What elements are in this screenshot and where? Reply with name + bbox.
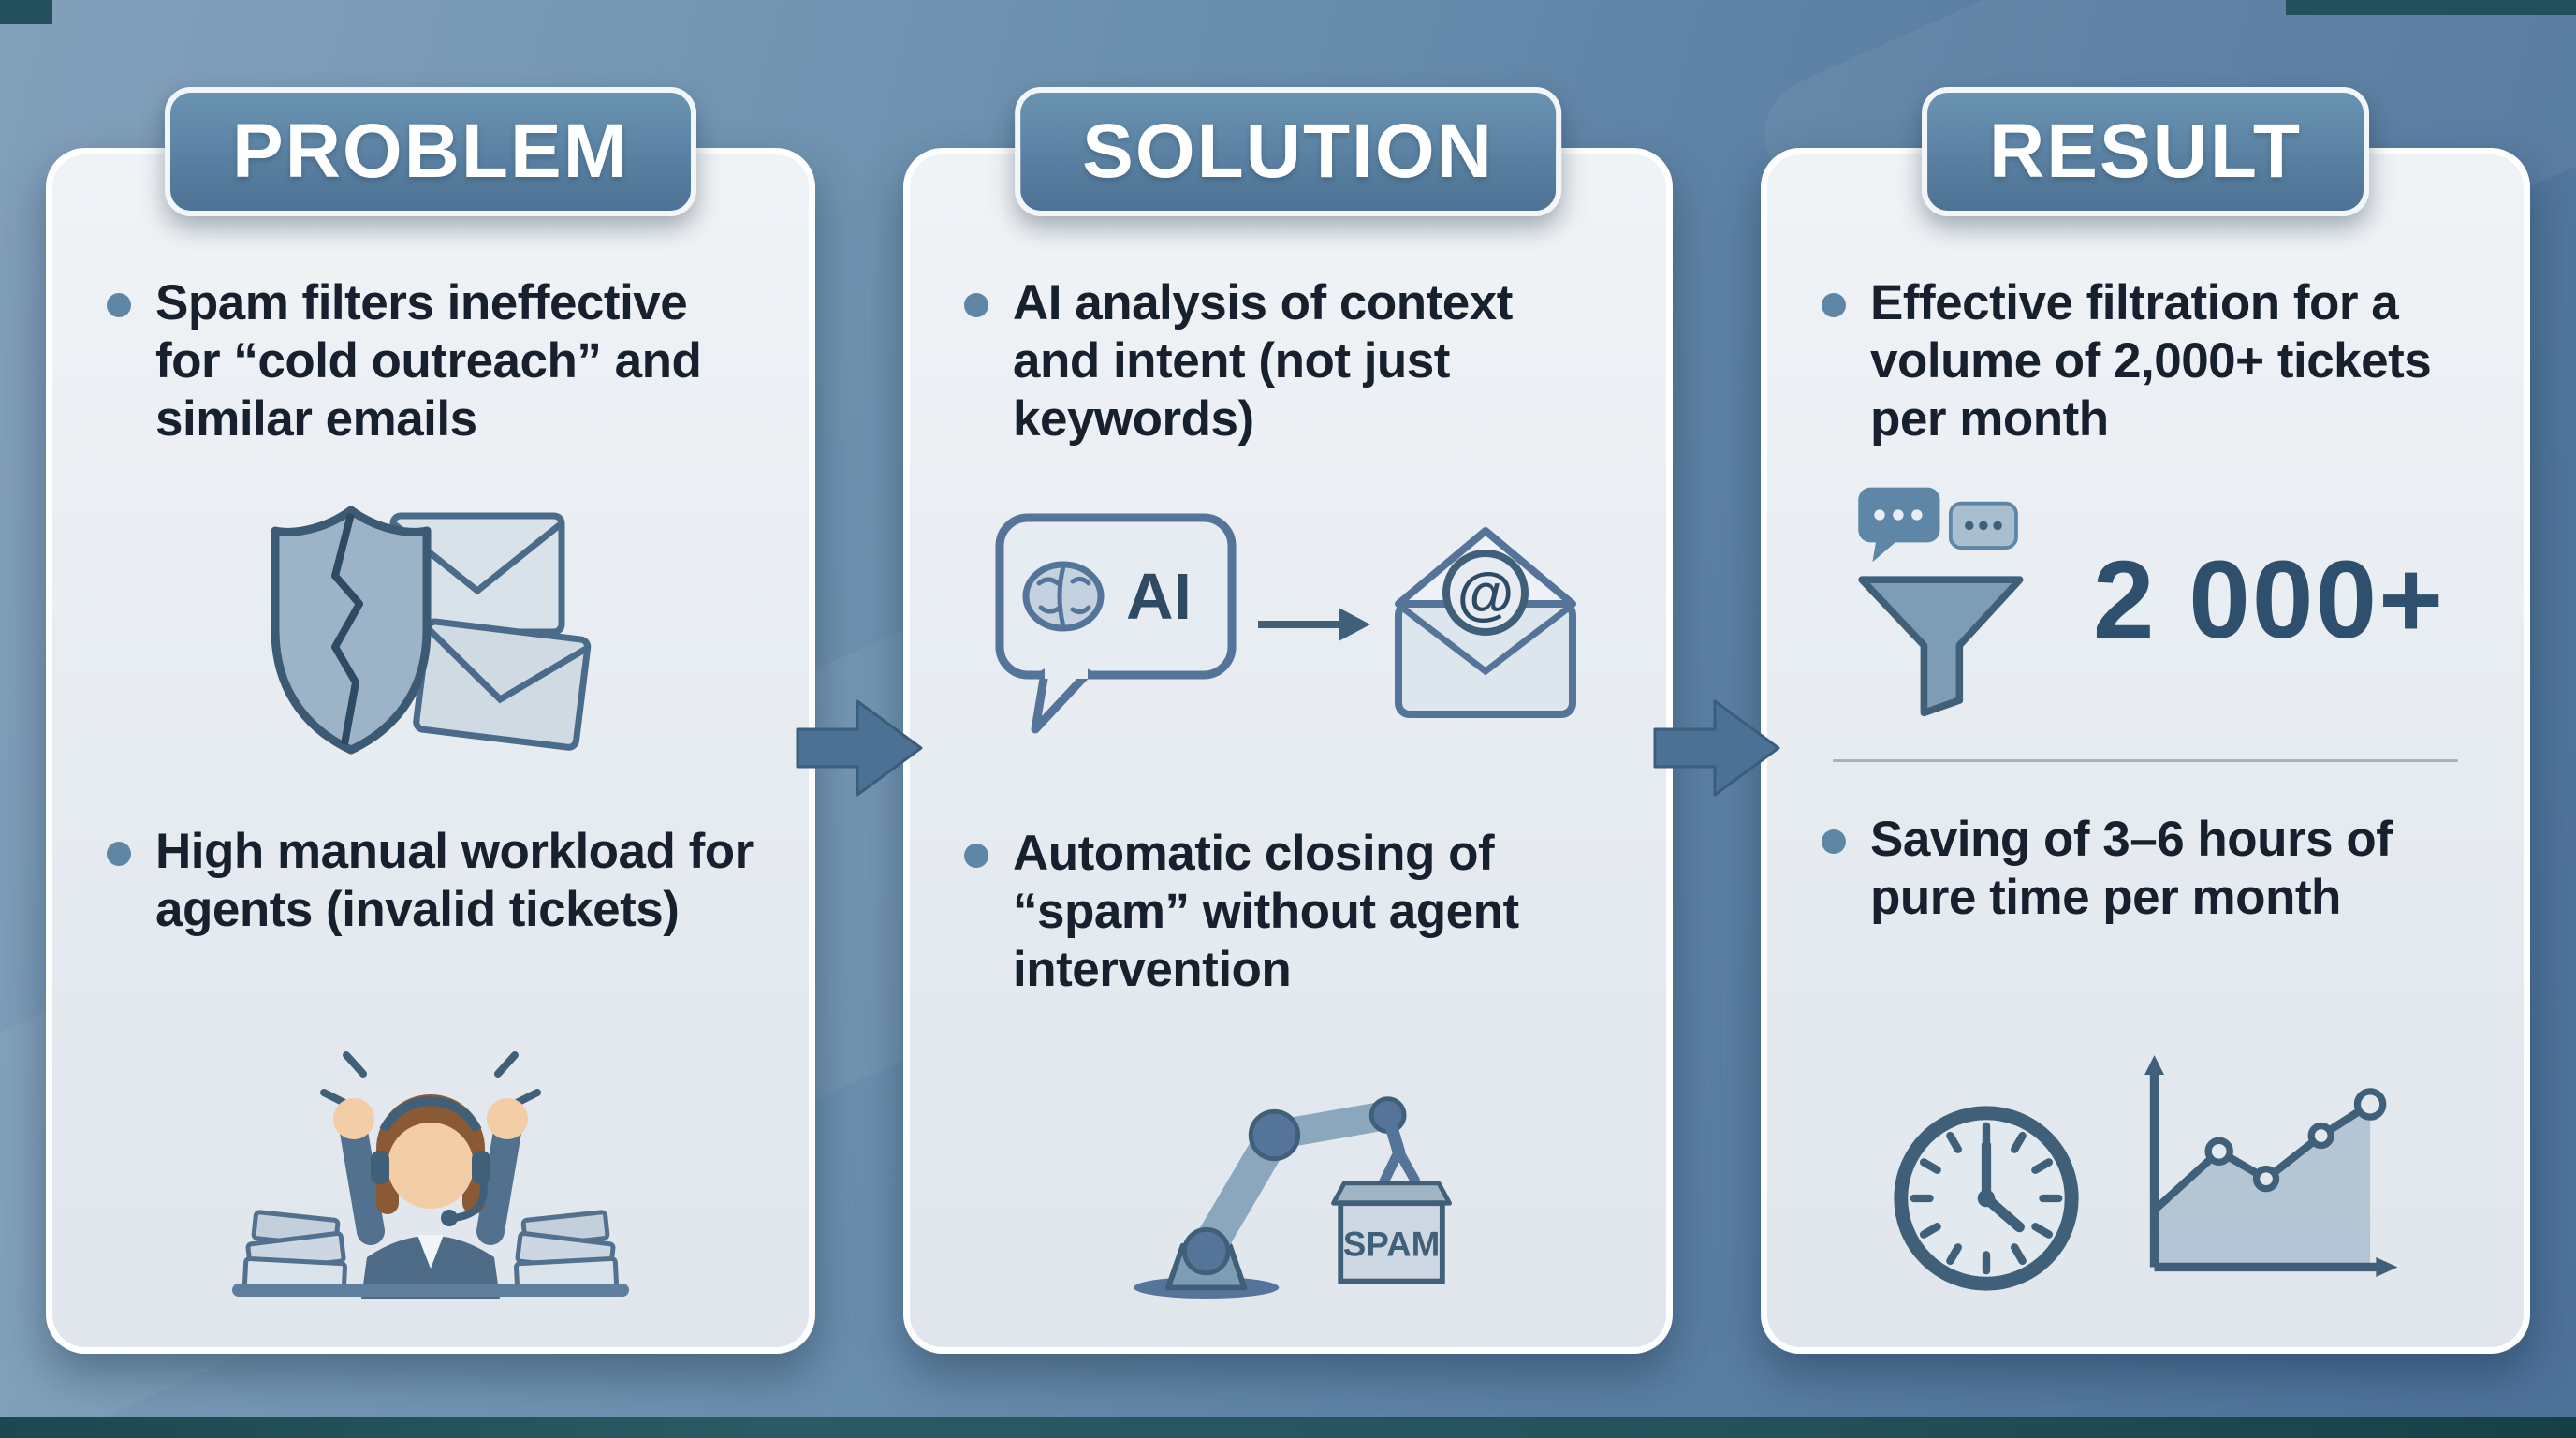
bullet-dot [1822, 829, 1846, 854]
funnel-tickets-icon [1858, 487, 2024, 717]
problem-header: PROBLEM [165, 87, 696, 216]
brain-icon [1022, 561, 1105, 632]
ticket-piles-icon [242, 1210, 620, 1295]
bullet-dot [964, 293, 988, 317]
emails-icon [389, 512, 592, 751]
headset-icon [379, 1096, 482, 1133]
divider-line [1833, 759, 2458, 762]
bullet-dot [964, 844, 988, 868]
ai-label: AI [1126, 560, 1192, 633]
flow-arrow-small-icon [1258, 608, 1370, 641]
chat-bubbles-icon [1858, 487, 2018, 563]
clock-icon [1894, 1106, 2079, 1291]
problem-bullet-2: High manual workload for agents (invalid… [107, 823, 754, 939]
problem-card-body: Spam filters ineffective for “cold outre… [52, 154, 809, 1347]
bullet-dot [1822, 293, 1846, 317]
bullet-dot [107, 842, 131, 866]
stressed-agent-icon [232, 1051, 629, 1299]
solution-bullet-1-text: AI analysis of context and intent (not j… [1013, 275, 1513, 447]
result-bullet-2-text: Saving of 3–6 hours of pure time per mon… [1870, 812, 2393, 925]
flow-arrow-2 [1653, 692, 1780, 804]
result-bullet-1-text: Effective filtration for a volume of 2,0… [1870, 275, 2432, 447]
desk [232, 1284, 629, 1297]
ticket-volume-stat: 2 000+ [1846, 480, 2445, 720]
solution-header: SOLUTION [1015, 87, 1561, 216]
problem-bullet-1: Spam filters ineffective for “cold outre… [107, 274, 754, 448]
solution-bullet-2: Automatic closing of “spam” without agen… [964, 825, 1612, 999]
problem-bullet-2-text: High manual workload for agents (invalid… [155, 824, 754, 937]
right-arrow-icon [1653, 699, 1780, 797]
edge-artifact-bottom [0, 1417, 2576, 1438]
solution-card: SOLUTION AI analysis of context and inte… [903, 87, 1673, 1354]
result-bullet-2: Saving of 3–6 hours of pure time per mon… [1822, 811, 2469, 927]
problem-card: PROBLEM Spam filters ineffective for “co… [46, 87, 815, 1354]
at-symbol: @ [1457, 562, 1514, 626]
solution-card-body: AI analysis of context and intent (not j… [910, 154, 1666, 1347]
ai-to-email-flow: AI @ [990, 508, 1586, 741]
bullet-dot [107, 293, 131, 317]
time-saving-icons [1822, 1053, 2469, 1299]
result-header: RESULT [1922, 87, 2369, 216]
email-at-icon: @ [1395, 527, 1576, 718]
spam-box-label: SPAM [1343, 1225, 1441, 1263]
stat-value: 2 000+ [2092, 538, 2446, 662]
funnel-icon [1858, 576, 2024, 717]
right-arrow-icon [796, 699, 923, 797]
ai-chat-bubble-icon: AI [995, 513, 1237, 734]
growth-chart-icon [2144, 1055, 2398, 1277]
solution-bullet-1: AI analysis of context and intent (not j… [964, 274, 1612, 448]
result-card: RESULT Effective filtration for a volume… [1761, 87, 2530, 1354]
spam-filter-broken-icon [271, 506, 592, 755]
edge-artifact-top-right [2286, 0, 2576, 15]
flow-arrow-1 [796, 692, 923, 804]
result-card-body: Effective filtration for a volume of 2,0… [1767, 154, 2524, 1347]
spam-box: SPAM [1331, 1181, 1453, 1284]
solution-bullet-2-text: Automatic closing of “spam” without agen… [1013, 826, 1519, 997]
result-bullet-1: Effective filtration for a volume of 2,0… [1822, 274, 2469, 448]
problem-bullet-1-text: Spam filters ineffective for “cold outre… [155, 275, 702, 447]
broken-shield-icon [271, 506, 432, 755]
robot-arm-spam-icon: SPAM [1134, 1096, 1453, 1299]
edge-artifact-top-left [0, 0, 52, 24]
